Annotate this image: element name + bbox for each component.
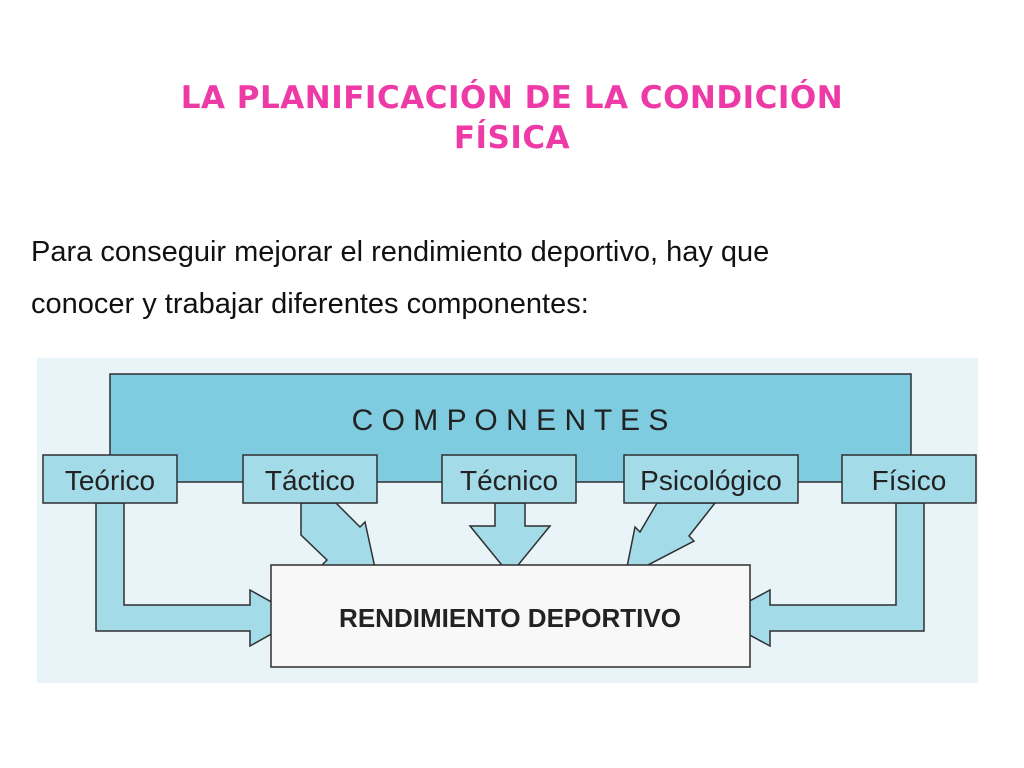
slide-title-line-2: FÍSICA: [453, 120, 571, 156]
slide-title: LA PLANIFICACIÓN DE LA CONDICIÓN FÍSICA: [0, 78, 1024, 158]
intro-paragraph: Para conseguir mejorar el rendimiento de…: [31, 226, 991, 330]
component-label-psicologico: Psicológico: [640, 465, 782, 496]
component-box-tecnico: [441, 454, 577, 504]
slide-title-line-1: LA PLANIFICACIÓN DE LA CONDICIÓN: [180, 80, 844, 116]
intro-line-2: conocer y trabajar diferentes componente…: [31, 288, 589, 320]
rendimiento-box: [270, 564, 751, 668]
arrows: [95, 502, 925, 648]
component-label-tactico: Táctico: [265, 465, 355, 496]
component-boxes: Teórico Táctico Técnico Psicológico Físi…: [42, 454, 977, 504]
component-label-tecnico: Técnico: [460, 465, 558, 496]
component-box-psicologico: [623, 454, 799, 504]
component-box-tactico: [242, 454, 378, 504]
components-header-text: C O M P O N E N T E S: [352, 404, 669, 437]
component-box-teorico: [42, 454, 178, 504]
component-label-fisico: Físico: [872, 465, 947, 496]
rendimiento-label: RENDIMIENTO DEPORTIVO: [339, 603, 681, 633]
component-label-teorico: Teórico: [65, 465, 155, 496]
arrow-tecnico: [468, 502, 552, 577]
component-box-fisico: [841, 454, 977, 504]
intro-line-1: Para conseguir mejorar el rendimiento de…: [31, 236, 770, 268]
